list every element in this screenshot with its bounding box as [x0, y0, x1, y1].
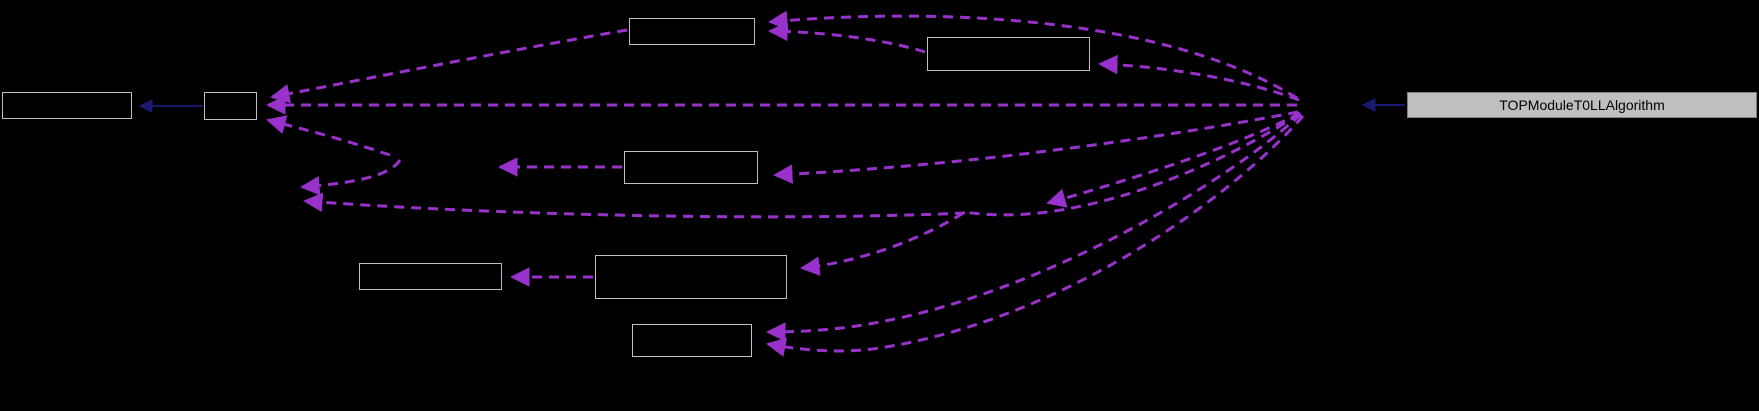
edge-hub-to-node6	[800, 112, 1300, 276]
graph-node-label: TOPModuleT0LLAlgorithm	[1499, 97, 1665, 113]
edge-long-to-leftmid-upper	[300, 159, 402, 196]
edge-down-to-node1-bottom	[266, 115, 391, 157]
edge-hub-to-node7-lower	[766, 115, 1305, 357]
edge-hub-to-node7-upper	[766, 112, 1303, 342]
graph-node-7[interactable]	[632, 324, 752, 357]
graph-node-1[interactable]	[204, 92, 257, 120]
graph-node-5[interactable]	[359, 263, 502, 290]
edge-hub-to-node1-lower	[700, 110, 1297, 120]
graph-node-6[interactable]	[595, 255, 787, 299]
graph-node-4[interactable]	[624, 151, 758, 184]
graph-node-0[interactable]	[2, 92, 132, 119]
edge-long-to-leftmid-lower	[303, 192, 966, 219]
edge-node2-to-node1	[270, 28, 628, 104]
graph-node-root-topmodulet0llalgorithm[interactable]: TOPModuleT0LLAlgorithm	[1407, 92, 1757, 118]
edge-hub-to-node4	[773, 110, 1299, 184]
graph-node-2[interactable]	[629, 18, 755, 45]
edge-hub-to-midright	[1046, 111, 1301, 208]
edge-node3-to-node2	[768, 21, 926, 54]
graph-node-3[interactable]	[927, 37, 1090, 71]
edge-hub-to-node3	[1098, 54, 1300, 102]
